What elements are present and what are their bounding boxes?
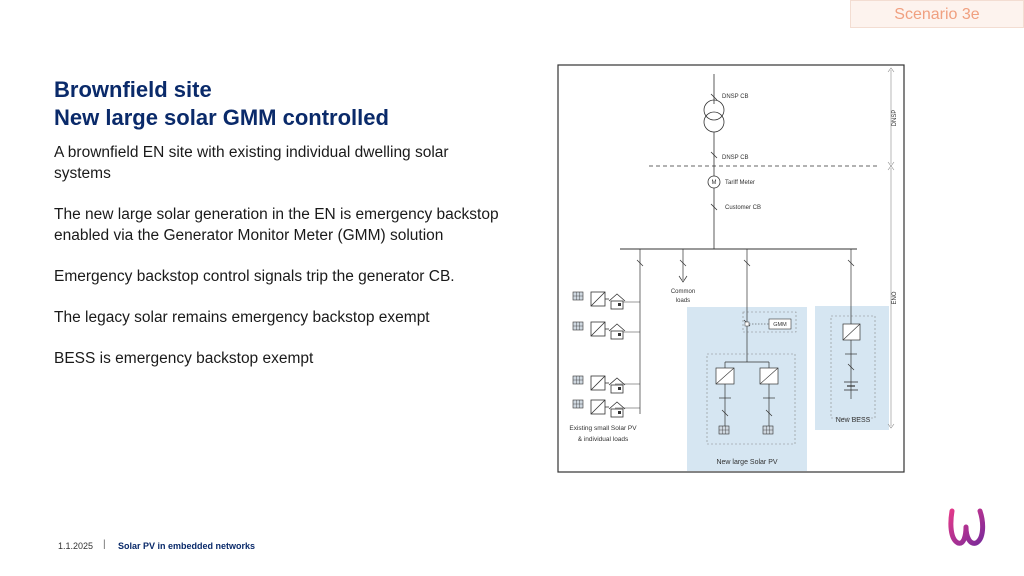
common-loads-label-1: Common bbox=[671, 289, 695, 295]
paragraph-bess: BESS is emergency backstop exempt bbox=[54, 350, 314, 367]
customer-cb-label: Customer CB bbox=[725, 205, 761, 211]
bess-inverter-icon bbox=[842, 323, 861, 341]
gmm-meter-icon bbox=[768, 318, 792, 330]
footer-title: Solar PV in embedded networks bbox=[118, 541, 256, 551]
en-side-label: ENO bbox=[892, 291, 898, 304]
paragraph-gmm: The new large solar generation in the EN… bbox=[54, 206, 499, 244]
existing-solar-label-2: & individual loads bbox=[578, 436, 629, 443]
dnsp-cb-label: DNSP CB bbox=[722, 155, 749, 161]
title-line-1: Brownfield site bbox=[54, 77, 212, 102]
gmm-label: GMM bbox=[773, 322, 787, 328]
tariff-meter-icon bbox=[707, 175, 721, 189]
inverter-icon bbox=[715, 367, 735, 385]
existing-solar-label-1: Existing small Solar PV bbox=[569, 425, 637, 432]
paragraph-existing-solar: A brownfield EN site with existing indiv… bbox=[54, 144, 449, 182]
description: A brownfield EN site with existing indiv… bbox=[54, 142, 504, 389]
transformer-icon bbox=[703, 99, 725, 121]
inverter-icon bbox=[759, 367, 779, 385]
paragraph-control: Emergency backstop control signals trip … bbox=[54, 268, 455, 285]
common-loads-label-2: loads bbox=[676, 298, 690, 304]
svg-text:M: M bbox=[712, 180, 717, 186]
tariff-meter-label: Tariff Meter bbox=[725, 180, 755, 186]
solar-panel-icon bbox=[762, 425, 774, 435]
new-large-solar-label: New large Solar PV bbox=[716, 459, 777, 466]
company-logo-icon bbox=[948, 508, 986, 546]
paragraph-legacy: The legacy solar remains emergency backs… bbox=[54, 309, 430, 326]
title-line-2: New large solar GMM controlled bbox=[54, 105, 389, 130]
load-arrow-icon bbox=[678, 275, 688, 283]
single-line-diagram: DNSP CB DNSP CB M Tariff Meter Customer … bbox=[557, 64, 905, 473]
footer-date: 1.1.2025 bbox=[58, 541, 94, 551]
footer-separator: | bbox=[103, 539, 106, 550]
new-bess-label: New BESS bbox=[836, 417, 871, 424]
dnsp-side-label: DNSP bbox=[892, 110, 898, 127]
battery-icon bbox=[844, 381, 858, 391]
scenario-label: Scenario 3e bbox=[850, 0, 1024, 28]
solar-panel-icon bbox=[718, 425, 730, 435]
page-title: Brownfield site New large solar GMM cont… bbox=[54, 76, 389, 132]
dnsp-cb-top-label: DNSP CB bbox=[722, 94, 749, 100]
